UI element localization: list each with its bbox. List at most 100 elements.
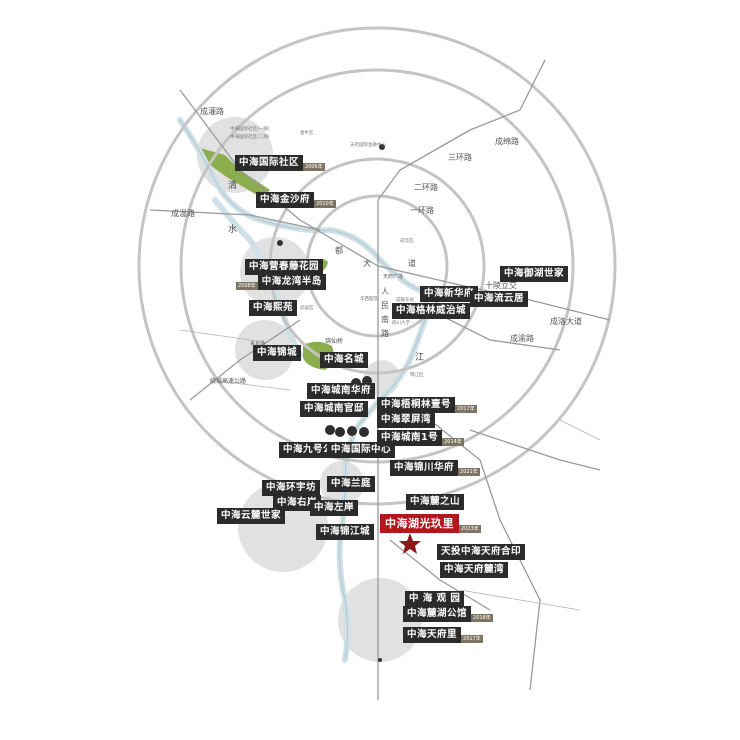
project-name: 中海国际社区 <box>235 155 304 171</box>
road-sw2 <box>389 539 491 611</box>
project-year: 2023年 <box>459 525 481 533</box>
project-name: 中海名城 <box>320 352 369 368</box>
project-label[interactable]: 中海环宇坊 <box>262 480 321 496</box>
project-label[interactable]: 中海营春藤花园 <box>245 259 324 275</box>
project-label[interactable]: 中海名城 <box>320 352 369 368</box>
minor-label: 金牛区 <box>300 131 314 136</box>
road-label-tianfu: 天府广场 <box>383 274 404 280</box>
project-label[interactable]: 中海国际中心 <box>327 442 396 458</box>
project-name: 中海兰庭 <box>327 476 376 492</box>
marker <box>277 240 283 246</box>
project-label[interactable]: 中海锦江城 <box>316 524 375 540</box>
project-label[interactable]: 天投中海天府合印 <box>437 544 526 560</box>
road-label-min: 民 <box>381 301 389 310</box>
road-chengyu <box>429 309 561 351</box>
dot <box>347 426 357 436</box>
road-label-chengwen: 成温路 <box>171 209 195 218</box>
project-name: 中海天府里 <box>403 627 462 643</box>
road-label-ring2: 二环路 <box>414 183 438 192</box>
project-label[interactable]: 中海格林威治城 <box>392 303 471 319</box>
river-label-jiang: 江 <box>415 353 425 363</box>
project-year: 2006年 <box>303 163 325 171</box>
road-east-south <box>469 429 601 471</box>
project-label[interactable]: 2008年中海龙湾半岛 <box>236 274 326 290</box>
road-chengmian <box>377 59 546 201</box>
road-label-chengluo: 成洛大道 <box>550 317 582 326</box>
project-year: 2018年 <box>471 614 493 622</box>
road-label-ren: 人 <box>381 287 389 296</box>
project-name: 中海金沙府 <box>256 192 315 208</box>
project-name: 中海锦川华府 <box>390 460 459 476</box>
marker <box>379 144 385 150</box>
road-label-qinglong: 青龙场 <box>250 341 266 347</box>
project-name: 中海城南华府 <box>307 383 376 399</box>
road-southwest <box>189 319 301 401</box>
ring-road-2 <box>179 68 575 464</box>
project-year: 2021年 <box>458 468 480 476</box>
project-label[interactable]: 中海翠屏湾 <box>377 412 436 428</box>
project-label[interactable]: 中海锦城 <box>253 345 302 361</box>
project-label[interactable]: 中海新华府 <box>420 286 479 302</box>
river-label-qing: 清 <box>228 181 238 191</box>
project-name: 中海湖光玖里 <box>380 514 459 533</box>
markers <box>277 144 385 662</box>
road-label-ring1: 一环路 <box>410 206 434 215</box>
minor-label: 锦江区 <box>410 373 424 378</box>
project-name: 中海环宇坊 <box>262 480 321 496</box>
project-label[interactable]: 中海云麓世家 <box>217 508 286 524</box>
dot <box>359 427 369 437</box>
road-label-du: 都 <box>335 246 343 255</box>
project-label[interactable]: 中海城南官邸 <box>300 401 369 417</box>
project-name: 中海天府麓湾 <box>440 562 509 578</box>
project-name: 天投中海天府合印 <box>437 544 526 560</box>
project-name: 中海右岸 <box>273 495 322 511</box>
road-label-chengyu: 成渝路 <box>510 334 534 343</box>
project-name: 中海锦江城 <box>316 524 375 540</box>
project-name: 中海新华府 <box>420 286 479 302</box>
road-label-nan: 南 <box>381 315 389 324</box>
park-north <box>200 148 270 198</box>
project-label[interactable]: 中海御湖世家 <box>500 266 569 282</box>
project-name: 中海城南1号 <box>377 430 443 446</box>
project-label[interactable]: 中海城南华府 <box>307 383 376 399</box>
project-name: 中海格林威治城 <box>392 303 471 319</box>
minor-label: 成都东站 <box>396 298 414 303</box>
road-label-chengguan: 成灌路 <box>200 107 224 116</box>
minor-label: 中海国际社区(一期) <box>230 127 270 132</box>
project-label[interactable]: 中海麓之山 <box>406 494 465 510</box>
project-label[interactable]: 中海天府麓湾 <box>440 562 509 578</box>
dot <box>335 427 345 437</box>
minor-label: 华西医院 <box>360 297 378 302</box>
road-southeast <box>429 419 541 691</box>
minor-label: 武侯区 <box>300 306 314 311</box>
project-label[interactable]: 中海右岸 <box>273 495 322 511</box>
minor-label: 四川大学 <box>392 321 410 326</box>
project-label[interactable]: 中海左岸 <box>310 500 359 516</box>
project-year: 2014年 <box>442 438 464 446</box>
project-label[interactable]: 中 海 观 园 <box>405 591 465 607</box>
project-name: 中海御湖世家 <box>500 266 569 282</box>
marker <box>378 658 382 662</box>
dot <box>325 425 335 435</box>
project-name: 中海城南官邸 <box>300 401 369 417</box>
project-year: 2017年 <box>461 635 483 643</box>
road-label-yincheng: 绕城高速公路 <box>210 378 247 385</box>
project-label[interactable]: 中海流云居 <box>470 291 529 307</box>
project-name: 中海龙湾半岛 <box>257 274 326 290</box>
project-label[interactable]: 中海熙苑 <box>249 300 298 316</box>
road-label-shiling: 十陵立交 <box>485 281 517 290</box>
road-label-da: 大 <box>363 259 371 268</box>
project-label[interactable]: 中海兰庭 <box>327 476 376 492</box>
road-label-dao: 道 <box>408 259 416 268</box>
road-label-ring3: 三环路 <box>448 153 472 162</box>
road-label-lu: 路 <box>381 329 389 338</box>
